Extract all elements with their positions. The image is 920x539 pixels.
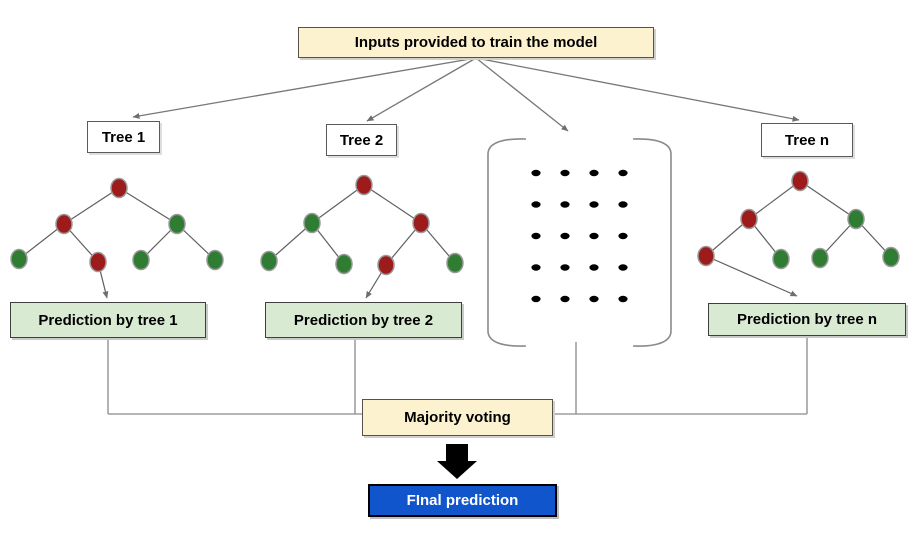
final-prediction-label: FInal prediction [406, 492, 519, 509]
tree-2-node-green [303, 212, 321, 234]
tree-1-node-red [89, 251, 107, 273]
ellipsis-dot [618, 295, 628, 303]
final-prediction-box: FInal prediction [368, 484, 557, 517]
tree-2-node-green [446, 252, 464, 274]
tree-2-node-red [355, 174, 373, 196]
tree-3-edge [748, 180, 801, 220]
tree-1-label-box: Tree 1 [87, 121, 160, 153]
input-fan-arrow-1 [132, 57, 477, 119]
inputs-box: Inputs provided to train the model [298, 27, 654, 58]
ellipsis-dot [531, 201, 541, 208]
ellipsis-dot [560, 264, 570, 271]
tree-3-node-green [772, 248, 790, 270]
down-arrow [437, 444, 477, 479]
prediction-n-label: Prediction by tree n [736, 311, 878, 328]
tree-2-edge [363, 184, 422, 224]
tree-3-node-red [740, 208, 758, 230]
tree-3-node-red [791, 170, 809, 192]
inputs-box-label: Inputs provided to train the model [354, 34, 598, 51]
ellipsis-dot [560, 295, 570, 303]
tree-1-node-red [110, 177, 128, 199]
tree-1-node-green [206, 249, 224, 271]
ellipsis-dot [618, 201, 628, 208]
tree-2-edge [311, 184, 365, 224]
tree-1-edge [63, 187, 120, 225]
tree-3-node-red [697, 245, 715, 267]
tree-3-edge [705, 218, 750, 257]
ellipsis-dot [560, 232, 570, 240]
ellipsis-dot [589, 264, 599, 271]
tree-3-node-green [882, 246, 900, 268]
tree-1-node-green [10, 248, 28, 270]
prediction-n-box: Prediction by tree n [708, 303, 906, 336]
prediction-1-box: Prediction by tree 1 [10, 302, 206, 338]
tree-2-node-green [335, 253, 353, 275]
prediction-2-box: Prediction by tree 2 [265, 302, 462, 338]
ellipsis-dot [589, 201, 599, 208]
ellipsis-dot [531, 232, 541, 240]
majority-voting-label: Majority voting [404, 409, 511, 426]
ellipsis-dot [589, 232, 599, 240]
tree-2-node-red [412, 212, 430, 234]
tree-3-node-green [847, 208, 865, 230]
ellipsis-dot [618, 169, 628, 177]
tree-2-label-box: Tree 2 [326, 124, 397, 156]
tree-n-label: Tree n [784, 131, 830, 149]
ellipsis-dot [560, 201, 570, 208]
tree-n-label-box: Tree n [761, 123, 853, 157]
ellipsis-dot [589, 295, 599, 303]
input-fan-arrow-3 [475, 57, 569, 132]
ellipsis-dot [618, 232, 628, 240]
prediction-2-label: Prediction by tree 2 [293, 311, 434, 329]
ellipsis-dot [531, 295, 541, 303]
tree-1-edge [18, 223, 65, 260]
tree-3-edge [799, 180, 857, 220]
majority-voting-box: Majority voting [362, 399, 553, 436]
tree-2-node-red [377, 254, 395, 276]
tree-3-node-green [811, 247, 829, 269]
tree-1-edge [118, 187, 178, 225]
tree-2-label: Tree 2 [339, 131, 384, 149]
prediction-1-label: Prediction by tree 1 [38, 311, 178, 329]
ellipsis-dot [589, 169, 599, 177]
input-fan-arrow-4 [475, 57, 800, 122]
tree-1-node-green [132, 249, 150, 271]
tree-1-node-green [168, 213, 186, 235]
ellipsis-dot [560, 169, 570, 177]
input-fan-arrow-2 [366, 57, 477, 122]
ellipsis-dot [531, 264, 541, 271]
tree-2-edge [268, 222, 313, 262]
tree-3-prediction-arrow [705, 255, 798, 297]
left-bracket [487, 138, 527, 347]
tree-1-label: Tree 1 [101, 128, 146, 146]
right-bracket [632, 138, 672, 347]
ellipsis-dot [531, 169, 541, 177]
tree-2-node-green [260, 250, 278, 272]
tree-1-node-red [55, 213, 73, 235]
ellipsis-dot [618, 264, 628, 271]
